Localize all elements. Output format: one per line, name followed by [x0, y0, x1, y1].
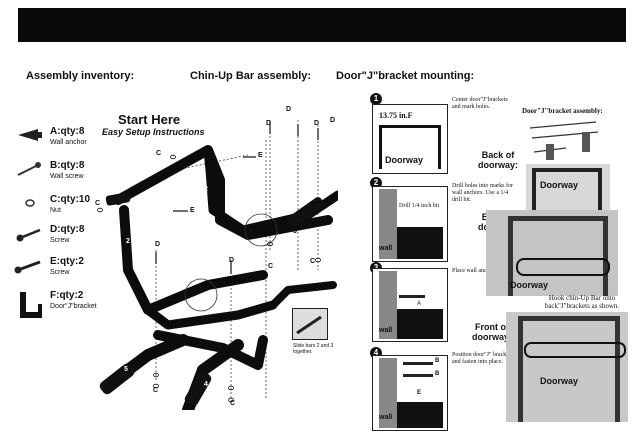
- doorway-label: Doorway: [385, 155, 424, 165]
- inventory-label: A:qty:8: [50, 126, 85, 137]
- chinup-bar-diagram: [97, 120, 338, 410]
- easy-setup-subtitle: Easy Setup Instructions: [102, 127, 205, 137]
- inventory-heading: Assembly inventory:: [26, 70, 135, 82]
- step-3-panel: A wall: [372, 268, 448, 342]
- part-label-c: C: [310, 258, 316, 265]
- screw-icon: [16, 228, 41, 242]
- screw-icon: [14, 260, 41, 274]
- part-number-3: 3: [293, 228, 297, 235]
- part-number-1: 1: [168, 180, 172, 187]
- bracket-assembly-diagram: [529, 121, 599, 160]
- part-number-5: 5: [124, 366, 128, 373]
- inventory-label: B:qty:8: [50, 160, 85, 171]
- inventory-desc: Door"J"bracket: [50, 303, 97, 310]
- wall-strip: [379, 271, 397, 339]
- part-number-4: 4: [340, 195, 344, 202]
- step-number: 1: [370, 93, 382, 105]
- nut-icon: [25, 199, 35, 207]
- part-label: B: [435, 358, 440, 364]
- part-label-d: D: [229, 257, 235, 264]
- part-label-c: C: [268, 263, 274, 270]
- part-number-2: 2: [204, 186, 208, 193]
- doorway-label: Doorway: [510, 280, 549, 290]
- drill-label: Drill 1/4 inch bit: [399, 203, 440, 209]
- wall-anchor-icon: [399, 295, 425, 298]
- doorj-heading: Door"J"bracket mounting:: [336, 70, 475, 82]
- step-text: Place wall anchor.: [452, 268, 496, 274]
- part-label-d: D: [330, 117, 336, 124]
- part-number-3: 3: [187, 350, 191, 357]
- part-label: E: [417, 390, 422, 396]
- part-label-c: C: [230, 400, 236, 407]
- step-2-panel: Drill 1/4 inch bit wall: [372, 186, 448, 262]
- wall-screw-icon: [403, 362, 433, 365]
- inventory-desc: Wall screw: [50, 173, 84, 180]
- door-frame: [379, 125, 441, 169]
- part-label-d: D: [314, 120, 320, 127]
- part-label-c: C: [153, 387, 159, 394]
- inventory-label: D:qty:8: [50, 224, 85, 235]
- inventory-desc: Wall anchor: [50, 139, 87, 146]
- step-text: Center door"J"brackets and mark holes.: [452, 97, 508, 110]
- header-bar: [18, 8, 626, 42]
- j-bracket-icon: [20, 292, 42, 318]
- back-of-doorway-label: Back of doorway:: [477, 150, 518, 170]
- wall-label: wall: [379, 327, 393, 334]
- part-label-c: C: [156, 150, 162, 157]
- wall-strip: [379, 189, 397, 259]
- inventory-label: E:qty:2: [50, 256, 84, 267]
- part-label-d: D: [266, 120, 272, 127]
- step-4-panel: B B E wall: [372, 355, 448, 431]
- door-block: [397, 227, 443, 259]
- measure-label: 13.75 in.F: [379, 111, 413, 120]
- part-label: A: [417, 301, 422, 307]
- bracket-assembly-heading: Door"J"bracket assembly:: [522, 107, 603, 115]
- step-text: Drill holes into marks for wall anchors.…: [452, 183, 513, 203]
- chinup-heading: Chin-Up Bar assembly:: [190, 70, 312, 82]
- inventory-desc: Screw: [50, 269, 70, 276]
- part-label-e: E: [190, 207, 195, 214]
- start-here-heading: Start Here: [118, 112, 181, 127]
- wall-anchor-icon: [18, 129, 42, 141]
- step-text: Position door"J" brackets and fasten int…: [452, 352, 513, 365]
- part-label-e: E: [258, 152, 263, 159]
- inventory-label: C:qty:10: [50, 194, 91, 205]
- callout-text: Slide bars 2 and 3 together.: [293, 343, 334, 355]
- door-photo: Doorway: [486, 210, 618, 296]
- inventory-label: F:qty:2: [50, 290, 84, 301]
- wall-screw-icon: [17, 162, 41, 176]
- part-number-4: 4: [204, 381, 208, 388]
- wrench-icon: [296, 315, 322, 335]
- wall-label: wall: [379, 245, 393, 252]
- part-number-2: 2: [126, 238, 130, 245]
- inventory-desc: Screw: [50, 237, 70, 244]
- wall-screw-icon: [403, 374, 433, 377]
- part-label: B: [435, 371, 440, 377]
- callout-box: [292, 308, 328, 340]
- part-label-c: C: [95, 200, 101, 207]
- doorway-label: Doorway: [540, 376, 579, 386]
- door-block: [397, 309, 443, 339]
- wall-label: wall: [379, 414, 393, 421]
- inventory-desc: Nut: [50, 207, 61, 214]
- door-block: [397, 402, 443, 428]
- part-label-d: D: [155, 241, 161, 248]
- part-label-c: C: [290, 218, 296, 225]
- step-1-panel: 13.75 in.F Doorway: [372, 104, 448, 174]
- wall-strip: [379, 358, 397, 428]
- hook-instruction: Hook chin-Up Bar onto back"J"brackets as…: [544, 294, 620, 310]
- part-label-d: D: [286, 106, 292, 113]
- front-of-doorway-label: Front of doorway:: [471, 322, 512, 342]
- doorway-label: Doorway: [540, 180, 579, 190]
- door-photo: Doorway: [506, 312, 628, 422]
